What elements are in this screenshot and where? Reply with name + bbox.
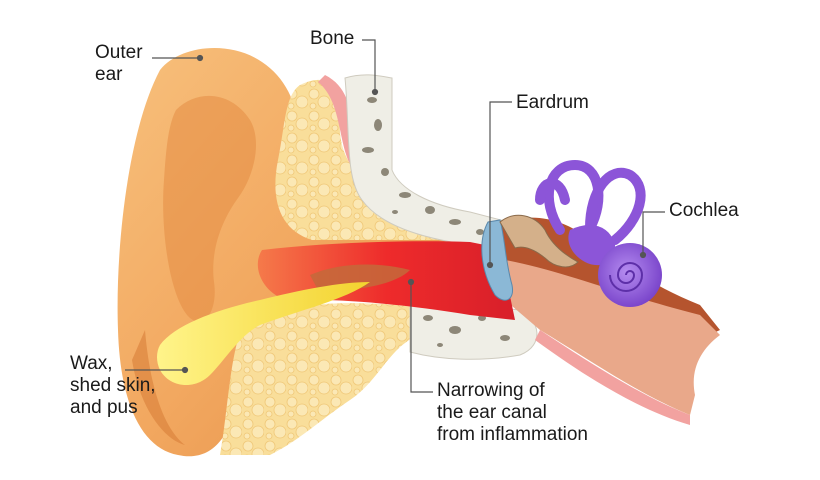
muscle-strip-lower — [535, 330, 690, 425]
wax-plug — [157, 282, 370, 386]
label-bone: Bone — [310, 28, 354, 50]
cochlea-spiral — [609, 262, 644, 292]
label-wax-line3: and pus — [70, 397, 138, 418]
label-cochlea-text: Cochlea — [669, 200, 739, 221]
cochlea-leader — [642, 211, 665, 255]
leader-lines — [125, 39, 665, 393]
label-cochlea: Cochlea — [669, 200, 739, 222]
label-wax-line2: shed skin, — [70, 375, 156, 396]
outer-ear-inner-fold — [163, 95, 257, 322]
bone-pores-upper — [362, 97, 484, 235]
cochlea-shape — [598, 243, 662, 307]
label-bone-text: Bone — [310, 28, 355, 49]
inner-canal-tube — [505, 260, 720, 415]
eardrum-leader — [489, 101, 512, 265]
semicircular-canals — [535, 159, 646, 245]
label-eardrum-text: Eardrum — [516, 92, 589, 113]
ossicles — [499, 214, 579, 268]
label-eardrum: Eardrum — [516, 92, 589, 114]
label-wax-line1: Wax, — [70, 353, 113, 374]
canal-debris — [310, 264, 410, 291]
vestibule — [568, 225, 616, 266]
bone-leader — [362, 39, 376, 92]
label-outer-ear-line2: ear — [95, 64, 123, 85]
label-narrowing: Narrowing of the ear canal from inflamma… — [437, 380, 588, 446]
label-narrowing-line3: from inflammation — [437, 424, 588, 445]
label-outer-ear-line1: Outer — [95, 42, 143, 63]
label-outer-ear: Outer ear — [95, 42, 143, 86]
label-narrowing-line1: Narrowing of — [437, 380, 545, 401]
label-narrowing-line2: the ear canal — [437, 402, 547, 423]
outer-ear-lobe-shade — [132, 330, 185, 445]
fat-tissue-lower — [220, 303, 430, 455]
label-wax: Wax, shed skin, and pus — [70, 353, 156, 419]
narrowing-leader — [410, 282, 433, 393]
fat-tissue-upper — [275, 79, 470, 241]
